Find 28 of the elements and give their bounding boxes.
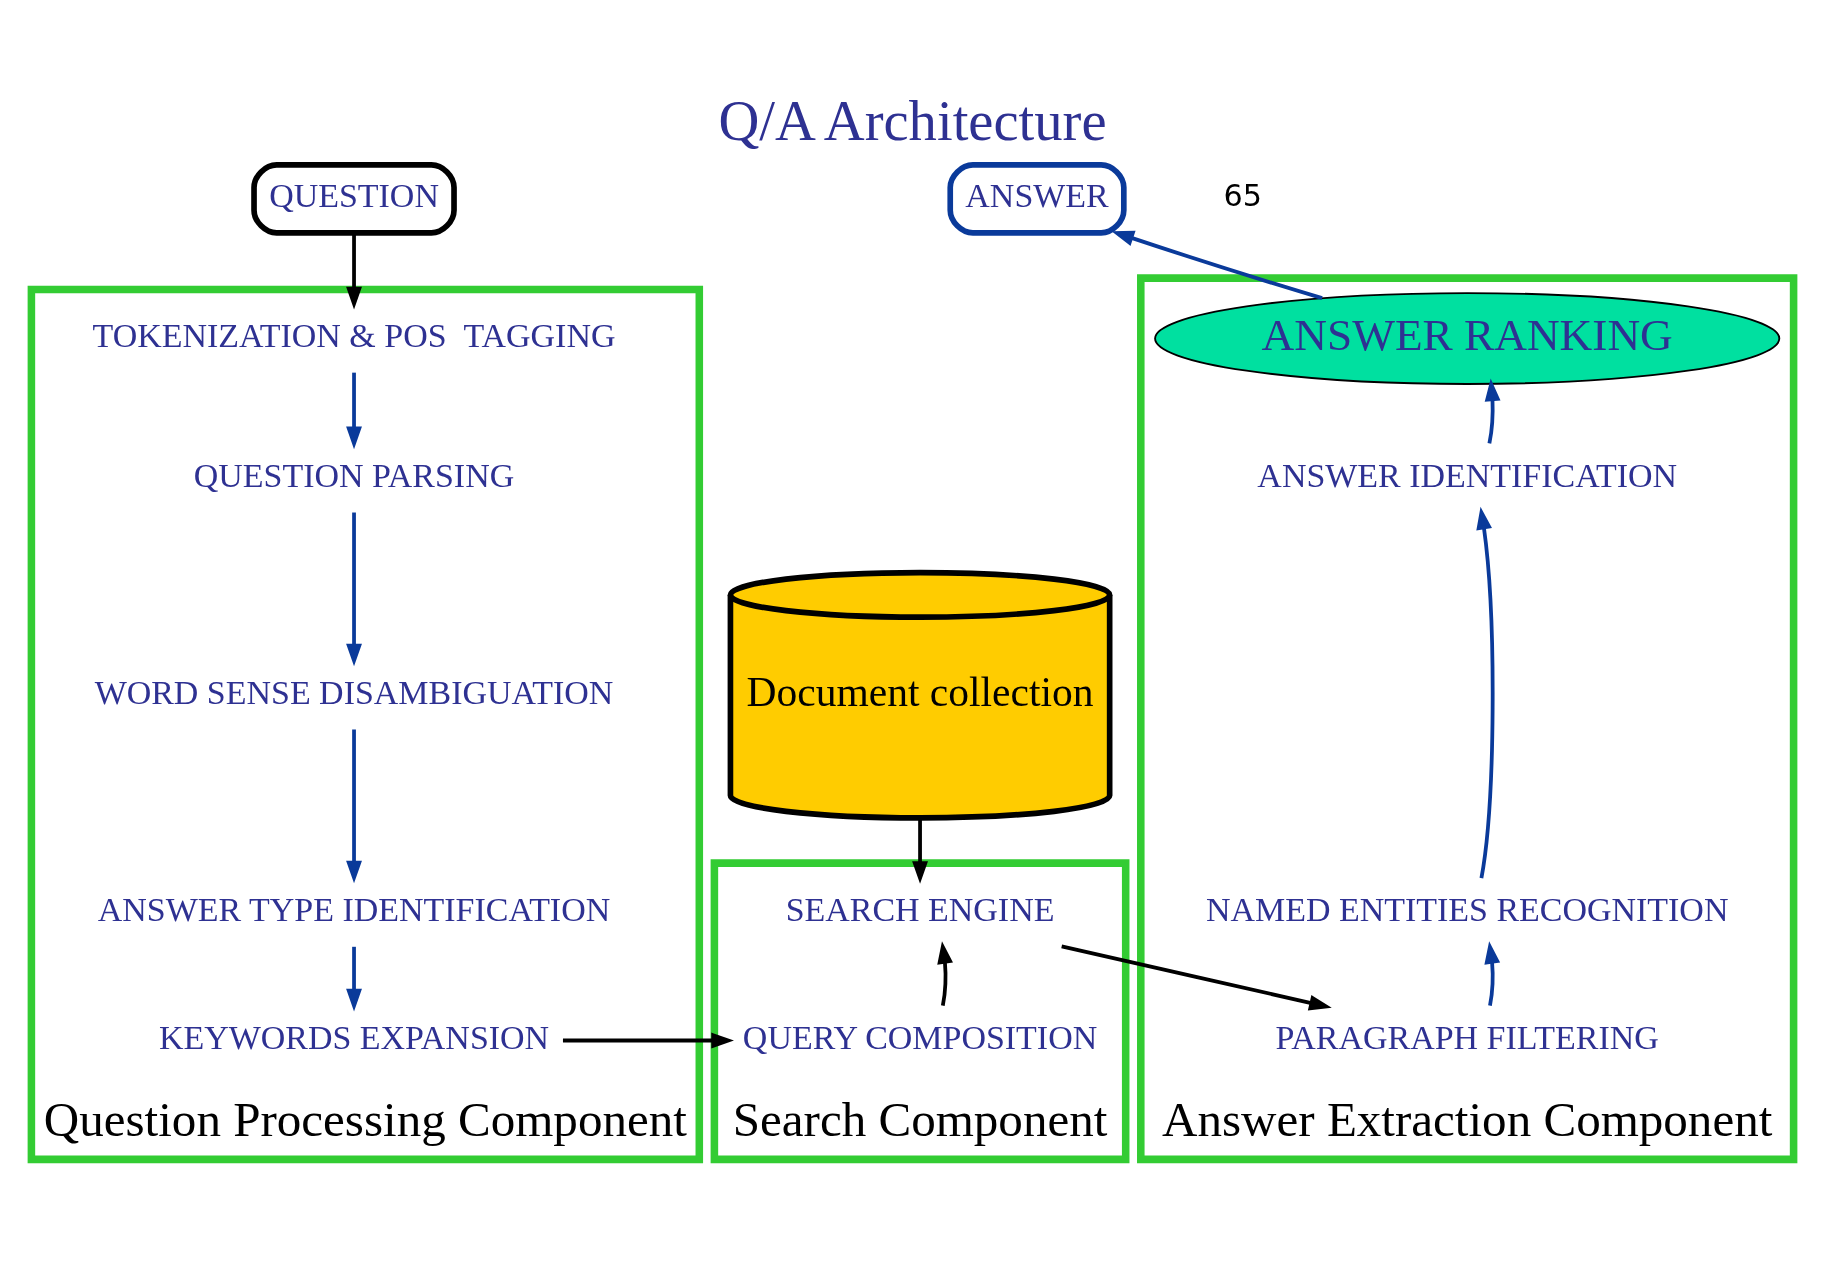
arrow [937, 940, 953, 1006]
arrow [346, 232, 362, 309]
node-text: QUESTION PARSING [193, 456, 515, 494]
node-text: QUERY COMPOSITION [742, 1018, 1098, 1056]
node-box: ANSWER [947, 161, 1127, 236]
arrow [1111, 230, 1323, 300]
arrow [346, 946, 362, 1011]
arrow [1061, 943, 1332, 1010]
node-text: ANSWER TYPE IDENTIFICATION [97, 890, 611, 927]
node-ellipse: ANSWER RANKING [1154, 291, 1781, 385]
arrow [1476, 506, 1495, 878]
arrow [346, 729, 362, 883]
arrow [1484, 378, 1501, 444]
node-text: TOKENIZATION & POS TAGGING [92, 316, 616, 354]
label: 65 [1223, 177, 1262, 213]
node-text: SEARCH ENGINE [785, 890, 1055, 927]
node-text: WORD SENSE DISAMBIGUATION [94, 673, 614, 711]
arrow [562, 1032, 734, 1048]
node-text: PARAGRAPH FILTERING [1275, 1018, 1659, 1056]
arrow [1484, 940, 1501, 1006]
node-text: NAMED ENTITIES RECOGNITION [1205, 890, 1729, 927]
arrow [912, 817, 928, 884]
node-text: ANSWER IDENTIFICATION [1257, 456, 1678, 494]
arrow [346, 512, 362, 666]
arrow [346, 372, 362, 449]
node-text: KEYWORDS EXPANSION [158, 1018, 550, 1056]
node-box: QUESTION [251, 161, 457, 236]
diagram-title: Q/A Architecture [718, 89, 1107, 152]
